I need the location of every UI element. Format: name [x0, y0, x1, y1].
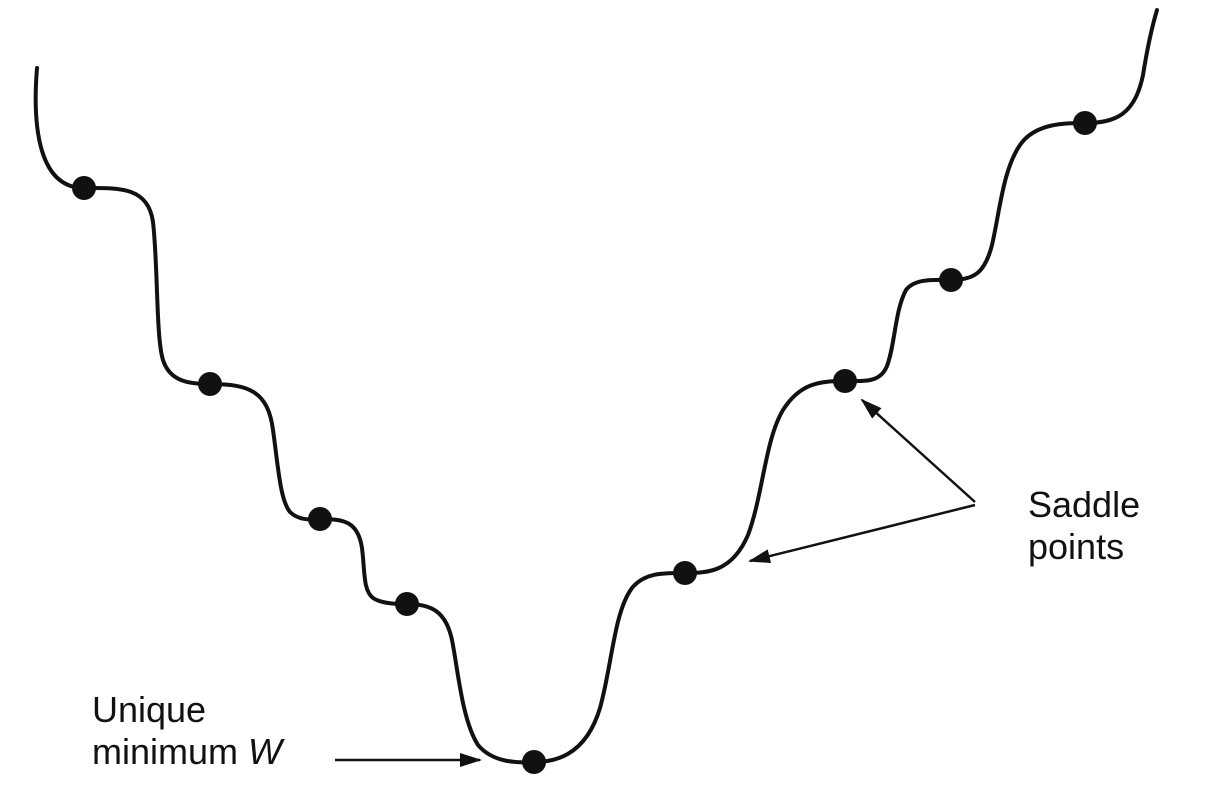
saddle-point-7: [939, 268, 963, 292]
unique-minimum-point: [522, 750, 546, 774]
saddle-arrow-upper: [860, 398, 976, 503]
minimum-label-line2: minimum W: [92, 731, 282, 773]
minimum-variable-w: W: [248, 731, 283, 772]
unique-minimum-label: Unique minimum W: [92, 689, 282, 773]
saddle-point-8: [1073, 111, 1097, 135]
saddle-point-2: [198, 372, 222, 396]
saddle-arrow-lower: [748, 503, 976, 563]
saddle-points-label: Saddle points: [1028, 484, 1140, 568]
minimum-label-prefix: minimum: [92, 731, 239, 772]
saddle-point-6: [833, 369, 857, 393]
minimum-label-line1: Unique: [92, 689, 207, 730]
saddle-point-4: [395, 592, 419, 616]
saddle-point-3: [308, 507, 332, 531]
saddle-label-line2: points: [1028, 526, 1125, 567]
saddle-label-line1: Saddle: [1028, 484, 1141, 525]
saddle-point-5: [673, 561, 697, 585]
saddle-point-1: [72, 176, 96, 200]
